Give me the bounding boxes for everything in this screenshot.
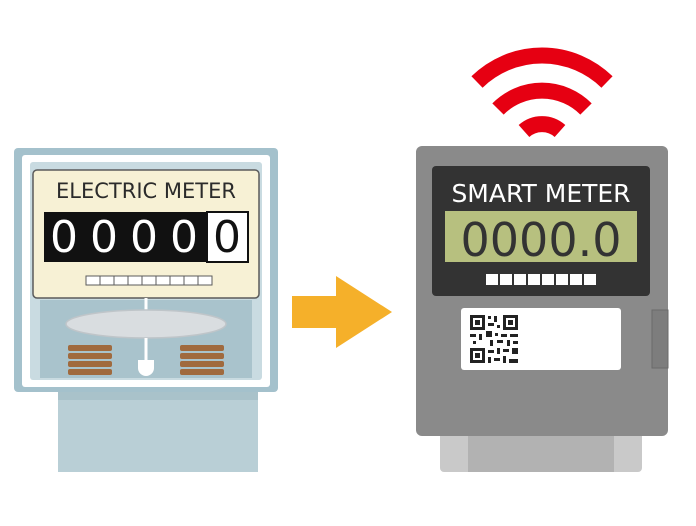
smart-meter: SMART METER 0000.0 [416, 146, 669, 472]
rotating-disc [65, 309, 227, 339]
electric-meter-digit: 0 [90, 212, 118, 263]
smart-meter-side-tab [651, 309, 669, 369]
electric-meter: ELECTRIC METER 0 0 0 0 0 [14, 148, 278, 472]
right-coil [180, 345, 224, 375]
electric-meter-last-wheel [206, 211, 249, 263]
lcd-reading: 0000.0 [461, 213, 622, 267]
arrow-right-icon [292, 276, 392, 348]
smart-meter-scale [486, 274, 596, 285]
electric-meter-base-shadow [58, 390, 258, 400]
left-coil [68, 345, 112, 375]
electric-meter-base [58, 390, 258, 472]
lcd-screen [445, 211, 637, 262]
disc-weight [138, 360, 154, 376]
electric-meter-digit: 0 [213, 212, 241, 263]
electric-meter-digit: 0 [170, 212, 198, 263]
smart-meter-label: SMART METER [451, 179, 630, 208]
smart-meter-base-inner [468, 432, 614, 472]
electric-meter-label: ELECTRIC METER [56, 179, 236, 203]
electric-meter-digit: 0 [50, 212, 78, 263]
electric-meter-scale [85, 275, 213, 286]
electric-meter-digit: 0 [130, 212, 158, 263]
qr-code-icon [470, 315, 518, 363]
wifi-signal-icon [471, 47, 613, 138]
